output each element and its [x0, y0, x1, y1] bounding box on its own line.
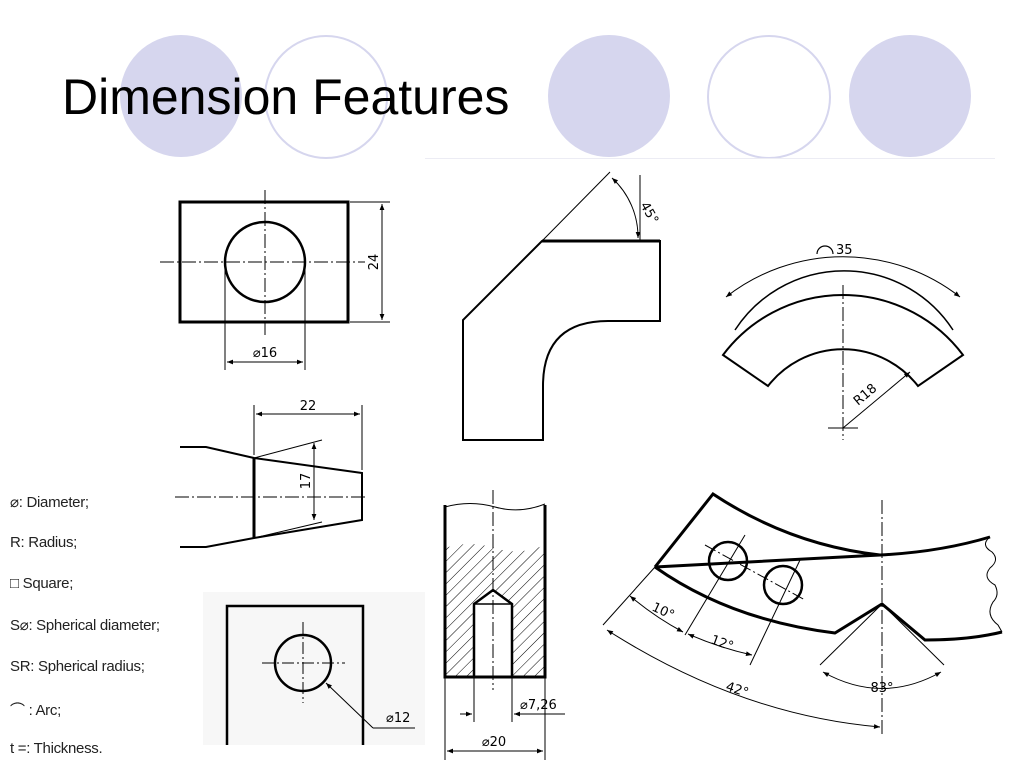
dim-angle-42: 42° — [724, 680, 751, 701]
legend-symbol: t = — [10, 740, 27, 757]
legend-symbol: ⌀ — [10, 494, 19, 511]
legend-text: : Spherical radius; — [30, 658, 145, 675]
legend-text: : Diameter; — [18, 494, 89, 511]
legend-text: : Thickness. — [26, 740, 103, 757]
drawing-arc-radius: 35 R18 — [721, 243, 965, 440]
dim-bore-diameter: ⌀7,26 — [520, 698, 557, 713]
legend-text: : Arc; — [24, 702, 62, 719]
dim-taper-length: 22 — [300, 399, 317, 414]
dim-angle-12: 12° — [709, 633, 736, 655]
legend-symbol: S⌀ — [10, 617, 29, 634]
dim-hole-diameter: ⌀16 — [253, 346, 277, 361]
dim-angle-83: 83° — [870, 681, 893, 696]
drawing-taper: 22 17 — [175, 399, 368, 548]
legend-symbol: R — [10, 534, 21, 551]
legend-symbol: SR — [10, 658, 31, 675]
legend-symbol: □ — [10, 575, 19, 592]
drawing-plate-hole: ⌀12 — [203, 592, 425, 745]
legend-item-arc: ⌒ : Arc; — [10, 699, 61, 720]
dim-taper-height: 17 — [299, 473, 314, 490]
dim-shaft-diameter: ⌀20 — [482, 735, 506, 750]
legend-item-diameter: ⌀: Diameter; — [10, 493, 89, 511]
dim-plate-hole: ⌀12 — [386, 711, 410, 726]
decor-circle-1 — [120, 35, 242, 157]
legend-text: : Spherical diameter; — [28, 617, 160, 634]
decor-circle-3 — [548, 35, 670, 157]
legend-item-radius: R: Radius; — [10, 534, 77, 551]
drawing-rect-hole: 24 ⌀16 — [160, 190, 390, 370]
drawing-bend-angle: 45° — [462, 171, 661, 441]
slide-title: Dimension Features — [62, 69, 510, 125]
drawing-bore-section: ⌀7,26 ⌀20 — [443, 490, 565, 760]
legend-item-spherical-radius: SR: Spherical radius; — [10, 658, 145, 675]
dim-rect-height: 24 — [367, 254, 382, 271]
decor-circle-5 — [849, 35, 971, 157]
drawing-angular: 10° 12° 42° 83° — [602, 491, 1003, 735]
legend-symbol: ⌒ — [10, 702, 25, 719]
legend-text: Square; — [18, 575, 74, 592]
decor-circle-2 — [264, 35, 388, 159]
dim-arc-radius: R18 — [851, 381, 880, 409]
title-divider — [425, 158, 995, 159]
legend-item-thickness: t =: Thickness. — [10, 740, 103, 757]
dim-angle-10: 10° — [649, 600, 676, 623]
legend-item-spherical-diameter: S⌀: Spherical diameter; — [10, 616, 160, 634]
dim-arc-length: 35 — [836, 243, 853, 258]
legend-text: : Radius; — [20, 534, 78, 551]
legend-item-square: □ Square; — [10, 575, 73, 592]
